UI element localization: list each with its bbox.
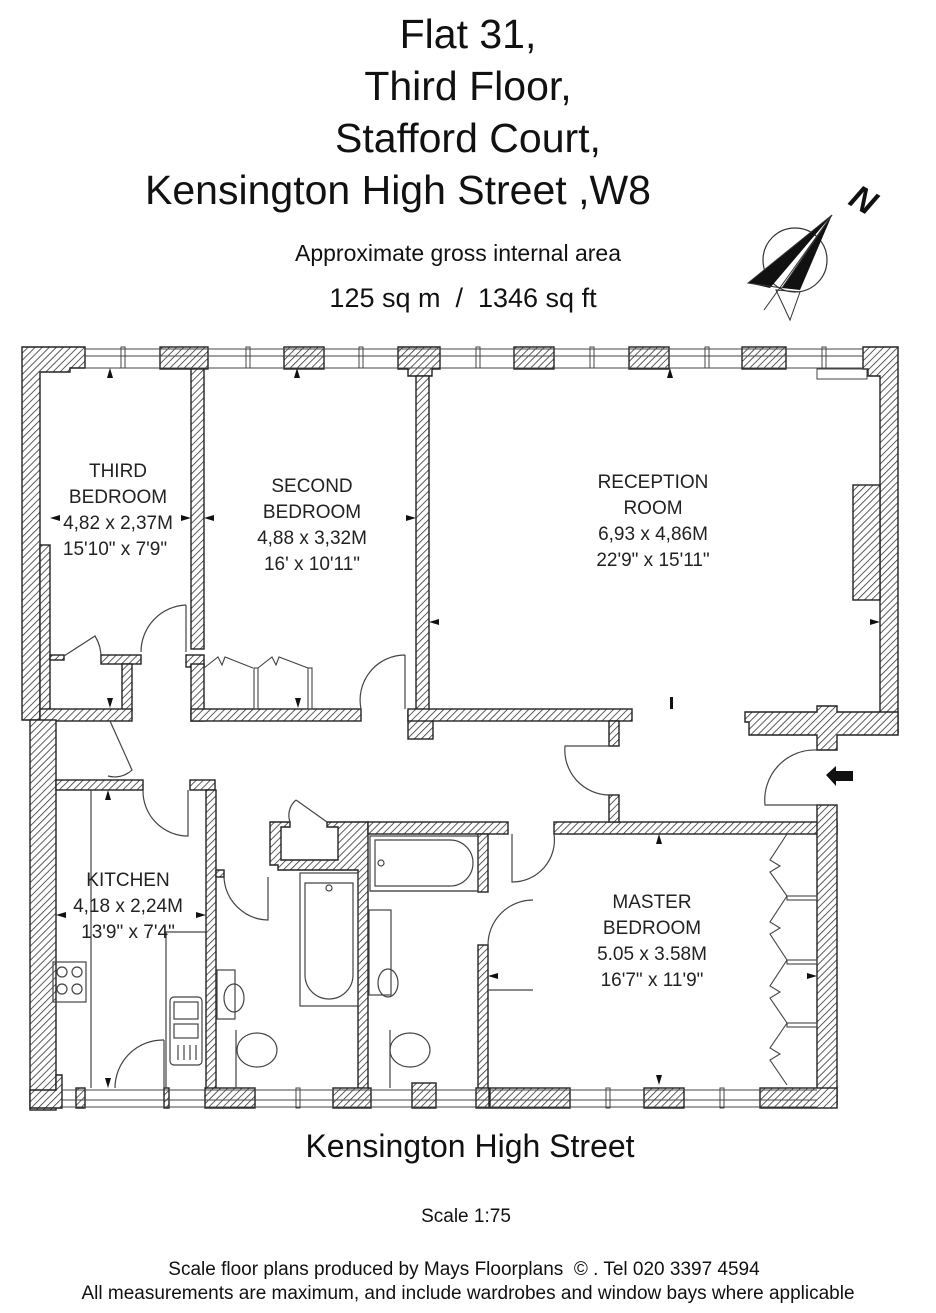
disclaimer-text: All measurements are maximum, and includ… xyxy=(81,1283,855,1304)
area-caption: Approximate gross internal area xyxy=(295,240,621,266)
room-imperial: 15'10" x 7'9" xyxy=(63,539,167,560)
area-value: 125 sq m / 1346 sq ft xyxy=(329,283,597,313)
room-second-bedroom: SECOND BEDROOM 4,88 x 3,32M 16' x 10'11" xyxy=(257,476,367,575)
hob-icon xyxy=(52,961,87,1003)
fixtures xyxy=(52,790,479,1088)
room-master-bedroom: MASTER BEDROOM 5.05 x 3.58M 16'7" x 11'9… xyxy=(597,892,707,991)
walls xyxy=(21,346,899,1111)
room-metric: 4,18 x 2,24M xyxy=(73,896,183,917)
room-name: BEDROOM xyxy=(603,918,701,939)
credit-text: Scale floor plans produced by Mays Floor… xyxy=(168,1259,760,1280)
room-imperial: 13'9" x 7'4" xyxy=(81,922,175,943)
address-line-2: Third Floor, xyxy=(364,63,572,109)
room-name: KITCHEN xyxy=(86,870,169,891)
room-metric: 4,88 x 3,32M xyxy=(257,528,367,549)
address-line-3: Stafford Court, xyxy=(335,115,601,161)
room-kitchen: KITCHEN 4,18 x 2,24M 13'9" x 7'4" xyxy=(73,870,183,943)
doors xyxy=(63,604,818,1089)
room-metric: 4,82 x 2,37M xyxy=(63,513,173,534)
room-name: SECOND xyxy=(271,476,352,497)
wardrobes xyxy=(203,656,818,1086)
windows xyxy=(62,346,868,1109)
room-third-bedroom: THIRD BEDROOM 4,82 x 2,37M 15'10" x 7'9" xyxy=(63,461,173,560)
room-metric: 5.05 x 3.58M xyxy=(597,944,707,965)
room-metric: 6,93 x 4,86M xyxy=(598,524,708,545)
scale-label: Scale 1:75 xyxy=(421,1206,511,1227)
entrance-arrow-icon xyxy=(826,766,853,786)
north-arrow-icon: N xyxy=(746,178,885,322)
street-label: Kensington High Street xyxy=(305,1128,635,1164)
room-name: BEDROOM xyxy=(263,502,361,523)
toilet-icon xyxy=(236,1032,278,1068)
room-name: RECEPTION xyxy=(598,472,709,493)
dimension-markers xyxy=(50,368,880,1088)
room-name: ROOM xyxy=(623,498,682,519)
room-name: MASTER xyxy=(612,892,691,913)
address-line-1: Flat 31, xyxy=(399,11,537,57)
room-imperial: 22'9" x 15'11" xyxy=(596,550,709,571)
room-imperial: 16'7" x 11'9" xyxy=(601,970,704,991)
north-label: N xyxy=(843,178,885,224)
room-reception-room: RECEPTION ROOM 6,93 x 4,86M 22'9" x 15'1… xyxy=(596,472,709,571)
room-imperial: 16' x 10'11" xyxy=(264,554,360,575)
room-name: THIRD xyxy=(89,461,147,482)
basin-icon xyxy=(223,983,245,1013)
toilet-icon-2 xyxy=(389,1032,431,1068)
address-line-4: Kensington High Street ,W8 xyxy=(145,167,651,213)
room-name: BEDROOM xyxy=(69,487,167,508)
sink-icon xyxy=(169,996,203,1066)
bathtub-icon xyxy=(299,872,359,1007)
basin-icon-2 xyxy=(377,968,399,998)
